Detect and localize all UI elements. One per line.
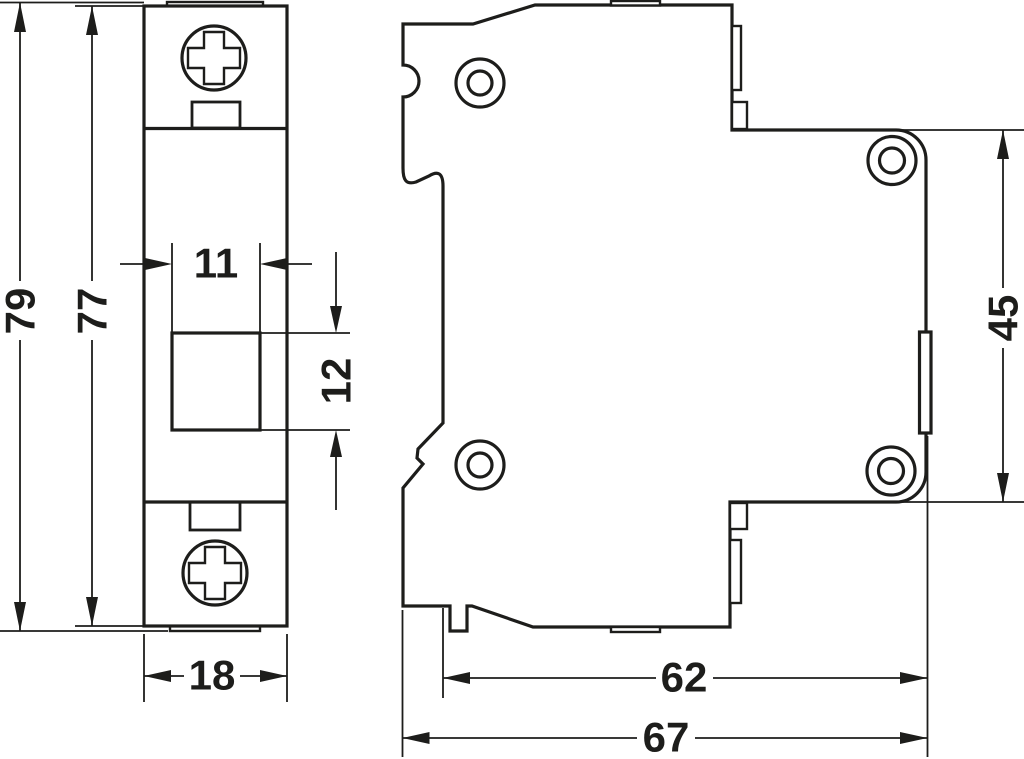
dim-label-width: 18 xyxy=(189,652,236,699)
side-view-dimensions: 45 62 67 xyxy=(401,129,1024,759)
front-bottom-screw-cross-icon xyxy=(187,545,243,601)
arrow-left-icon xyxy=(144,670,171,682)
arrow-down-icon xyxy=(330,306,342,333)
front-view-dimensions: 79 77 11 12 18 xyxy=(0,1,360,702)
side-hole-top-outer xyxy=(866,134,918,187)
side-rivet-bottom-inner xyxy=(466,451,494,479)
arrow-right-icon xyxy=(900,672,928,684)
side-hole-bottom-inner xyxy=(876,456,906,486)
side-rivet-bottom-outer xyxy=(454,439,506,491)
arrow-up-icon xyxy=(330,430,342,457)
side-bottom-strip xyxy=(609,625,662,634)
front-bottom-screw-head xyxy=(181,539,249,607)
arrow-left-icon xyxy=(443,672,470,684)
dim-label-overall-depth: 67 xyxy=(643,714,690,759)
side-toggle-handle xyxy=(917,330,933,435)
arrow-down-icon xyxy=(997,473,1009,502)
dim-label-front-face-height: 45 xyxy=(980,295,1024,342)
arrow-up-icon xyxy=(997,130,1009,159)
side-body-outline xyxy=(401,3,928,633)
side-bottom-tab-1 xyxy=(728,501,749,531)
arrow-right-icon xyxy=(900,732,928,744)
arrow-left-icon xyxy=(260,258,287,270)
front-toggle-recess xyxy=(170,331,262,432)
arrow-up-icon xyxy=(14,2,26,32)
dim-label-body-height: 77 xyxy=(69,288,116,335)
side-view xyxy=(401,0,933,634)
side-hole-bottom-outer xyxy=(865,445,917,497)
arrow-right-icon xyxy=(145,258,172,270)
arrow-down-icon xyxy=(86,597,98,626)
dim-label-overall-height: 79 xyxy=(0,288,44,335)
dim-label-depth-rail-to-front: 62 xyxy=(661,654,708,701)
arrow-right-icon xyxy=(260,670,287,682)
side-rivet-top-inner xyxy=(466,69,494,97)
arrow-up-icon xyxy=(86,6,98,35)
arrow-left-icon xyxy=(402,732,430,744)
arrow-down-icon xyxy=(14,602,26,631)
front-body-outline xyxy=(142,4,289,628)
front-top-screw-head xyxy=(180,24,248,92)
front-top-terminal-window xyxy=(190,100,242,130)
front-view xyxy=(142,0,289,633)
side-top-tab-2 xyxy=(730,100,749,131)
side-rivet-top-outer xyxy=(454,57,506,109)
side-hole-top-inner xyxy=(877,146,907,175)
front-bottom-terminal-window xyxy=(188,500,242,532)
side-bottom-tab-2 xyxy=(728,538,743,605)
front-top-screw-cross-icon xyxy=(186,30,242,86)
side-top-strip xyxy=(609,0,662,7)
dim-label-toggle-width: 11 xyxy=(194,240,238,287)
dim-label-toggle-height: 12 xyxy=(313,358,360,405)
side-top-tab-1 xyxy=(730,24,743,92)
